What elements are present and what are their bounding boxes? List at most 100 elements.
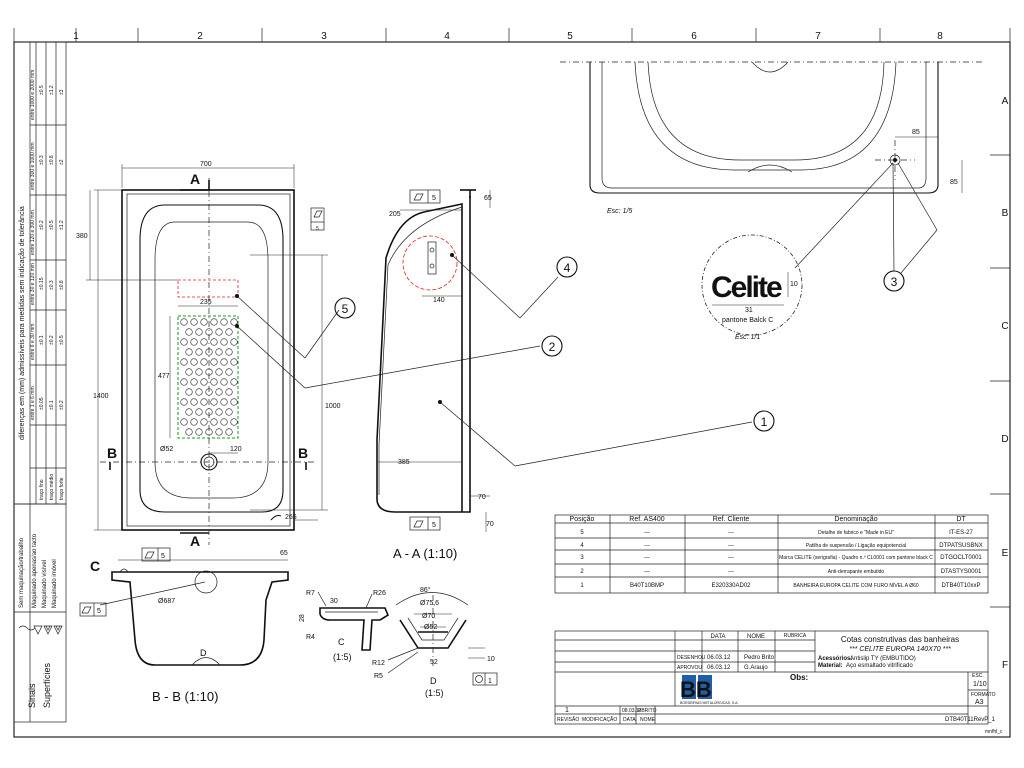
- antislip-dot: [230, 358, 238, 366]
- dim-1000: 1000: [325, 403, 341, 410]
- antislip-dot: [185, 428, 193, 436]
- antislip-dot: [220, 378, 228, 386]
- table-cell: Detalhe de fabrico e "Made in EU": [818, 530, 894, 536]
- tolerance-value: ±0.3: [39, 155, 45, 165]
- antislip-dot: [190, 398, 198, 406]
- antislip-dot: [190, 318, 198, 326]
- marking-area: [177, 279, 239, 298]
- revision-author: PBRITO: [638, 708, 657, 714]
- tolerance-value: ±2: [59, 159, 65, 165]
- table-cell: 1: [580, 583, 584, 589]
- table-cell: DTB40T10xxP: [941, 583, 980, 589]
- escala-value: 1/10: [973, 681, 987, 688]
- antislip-dot: [225, 328, 233, 336]
- parts-table: Posição Ref. AS400 Ref. Cliente Denomina…: [554, 514, 989, 594]
- row-letter: D: [1001, 434, 1008, 445]
- drain-dim: Ø52: [160, 446, 173, 453]
- desenhou-name: Pedro Brito: [744, 655, 775, 661]
- detail-c-view: R7 R26 R4 30 28 C (1:5): [299, 590, 390, 662]
- table-cell: DTASTYS0001: [941, 569, 982, 575]
- title-line2: *** CELITE EUROPA 140X70 ***: [849, 646, 951, 653]
- dim-205: 205: [389, 211, 401, 218]
- surface-symbol: [53, 625, 63, 635]
- row-letter: B: [1002, 208, 1009, 219]
- table-cell: ---: [728, 555, 734, 561]
- range-header: entre 120 e 300 mm: [30, 210, 36, 255]
- table-cell: ---: [644, 569, 650, 575]
- table-cell: ---: [728, 543, 734, 549]
- antislip-dot: [195, 328, 203, 336]
- antislip-dot: [210, 318, 218, 326]
- scale-label: Esc: 1/5: [607, 208, 632, 215]
- dim-756: Ø75,6: [420, 600, 439, 607]
- antislip-dot: [230, 378, 238, 386]
- column-number: 8: [937, 31, 943, 42]
- antislip-dot: [190, 338, 198, 346]
- dim-28: 28: [299, 614, 306, 622]
- table-cell: Marca CELITE (serigrafia) - Quadro n.º C…: [779, 555, 933, 561]
- dim-85a: 85: [912, 129, 920, 136]
- tolerance-value: ±0.2: [59, 400, 65, 410]
- dim-30: 30: [330, 598, 338, 605]
- range-header: entre 300 e 1000 mm: [30, 142, 36, 190]
- antislip-dot: [225, 428, 233, 436]
- celite-logo: Celite: [711, 271, 782, 304]
- dim-140: 140: [433, 297, 445, 304]
- antislip-dot: [230, 398, 238, 406]
- label-r12: R12: [372, 660, 385, 667]
- logo-block: [682, 675, 696, 699]
- antislip-dot: [180, 358, 188, 366]
- dim-265: 265: [285, 514, 297, 521]
- antislip-dot: [185, 348, 193, 356]
- tolerance-value: ±0.5: [49, 220, 55, 230]
- antislip-dot: [210, 418, 218, 426]
- balloon-2: 2: [541, 335, 563, 357]
- dim-235: 235: [200, 299, 212, 306]
- column-number: 2: [197, 31, 203, 42]
- logo-detail: Celite 31 10 pantone Balck C Esc: 1/1: [701, 162, 938, 341]
- column-number: 3: [321, 31, 327, 42]
- tolerance-value: ±0.5: [59, 335, 65, 345]
- surface-symbol: [18, 625, 36, 631]
- company-name: BORDEIRIAS METALÚRGICAS, S.A.: [680, 701, 739, 705]
- formato-label: FORMATO: [971, 692, 996, 698]
- table-cell: ---: [644, 555, 650, 561]
- antislip-dot: [215, 328, 223, 336]
- dim-477: 477: [158, 373, 170, 380]
- company-logo: BB: [680, 677, 712, 702]
- antislip-dot: [225, 408, 233, 416]
- surface-label: Maquinado visível: [42, 560, 48, 608]
- section-a-bottom: A: [190, 533, 200, 549]
- table-header: Ref. AS400: [629, 516, 665, 523]
- dim-10: 10: [790, 281, 798, 288]
- label-d: D: [200, 648, 207, 658]
- table-cell: E320330AD02: [711, 583, 751, 589]
- row-label: traço forte: [59, 477, 65, 500]
- corner-detail-view: 85 85 Esc: 1/5: [560, 61, 985, 215]
- balloon-5: 5: [334, 297, 356, 319]
- aprovou-date: 06.03.12: [707, 665, 731, 671]
- label-r5: R5: [374, 673, 383, 680]
- surfaces-panel: Sem maquinação/trabalho Maquinado apenas…: [13, 503, 67, 723]
- antislip-dot: [210, 358, 218, 366]
- svg-text:2: 2: [549, 340, 556, 354]
- tolerance-value: ±0.8: [59, 280, 65, 290]
- label-c: C: [90, 558, 100, 574]
- antislip-dot: [190, 378, 198, 386]
- tolerance-value: ±0.05: [39, 397, 45, 410]
- detail-d-scale: (1:5): [425, 688, 444, 698]
- title-line1: Cotas construtivas das banheiras: [841, 635, 959, 644]
- antislip-dot: [180, 398, 188, 406]
- dim-length: 1400: [93, 393, 109, 400]
- detail-c-scale: (1:5): [333, 652, 352, 662]
- table-header: DT: [956, 516, 966, 523]
- column-number: 5: [567, 31, 573, 42]
- surfaces-label: Superfícies: [42, 662, 52, 708]
- antislip-dot: [195, 388, 203, 396]
- dim-31: 31: [745, 307, 753, 314]
- antislip-dot: [215, 408, 223, 416]
- drawing-number: DTB40T11RevP_1: [945, 717, 996, 723]
- surface-symbol: [33, 625, 43, 635]
- flatness-value: 5: [316, 226, 319, 232]
